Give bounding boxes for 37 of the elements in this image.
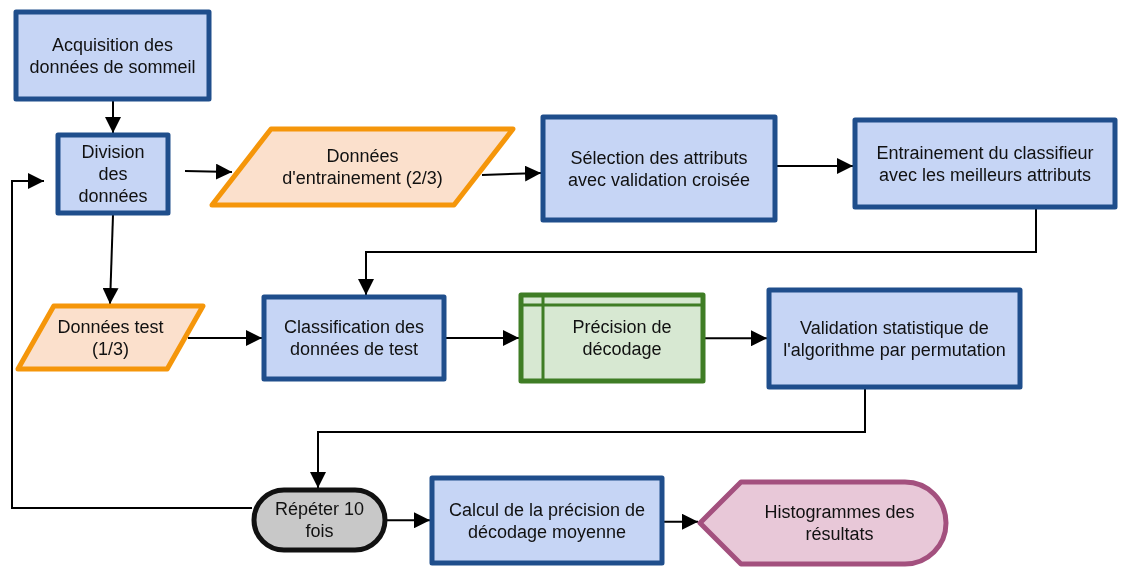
data-parallelogram: [210, 127, 515, 207]
node-label: Données test (1/3): [56, 315, 165, 360]
arrow: [663, 513, 699, 530]
node-label: Données d'entrainement (2/3): [281, 145, 444, 189]
node-label: Sélection des attributs avec validation croisée: [566, 146, 752, 191]
arrow: [310, 388, 866, 489]
process-box: [767, 288, 1022, 389]
process-box: [430, 476, 664, 565]
arrow: [358, 208, 1037, 296]
terminator-shape: [252, 488, 387, 552]
node-label: Calcul de la précision de décodage moyenne: [447, 498, 647, 543]
arrow: [704, 330, 768, 347]
arrow: [11, 173, 253, 509]
arrow: [776, 158, 854, 174]
process-box: [541, 115, 777, 222]
display-shape: [698, 480, 948, 566]
arrow: [184, 163, 233, 180]
process-box: [262, 295, 446, 381]
node-label: Division des données: [77, 141, 149, 207]
node-label: Précision de décodage: [571, 316, 673, 360]
node-label: Acquisition des données de sommeil: [28, 33, 197, 78]
node-label: Histogrammes des résultats: [763, 501, 916, 545]
process-box: [853, 118, 1117, 209]
node-label: Entrainement du classifieur avec les meilleurs attributs: [875, 141, 1095, 186]
arrow: [386, 512, 431, 529]
storage-box: [519, 293, 705, 383]
arrow: [445, 330, 520, 346]
node-label: Répéter 10 fois: [273, 498, 366, 542]
arrow: [102, 214, 119, 305]
data-parallelogram: [16, 304, 205, 371]
process-box: [56, 133, 170, 215]
arrow: [187, 330, 263, 346]
node-label: Classification des données de test: [282, 316, 426, 360]
node-label: Validation statistique de l'algorithme par permutation: [782, 316, 1007, 361]
arrow: [481, 165, 542, 182]
process-box: [14, 10, 211, 101]
arrow: [105, 100, 121, 134]
